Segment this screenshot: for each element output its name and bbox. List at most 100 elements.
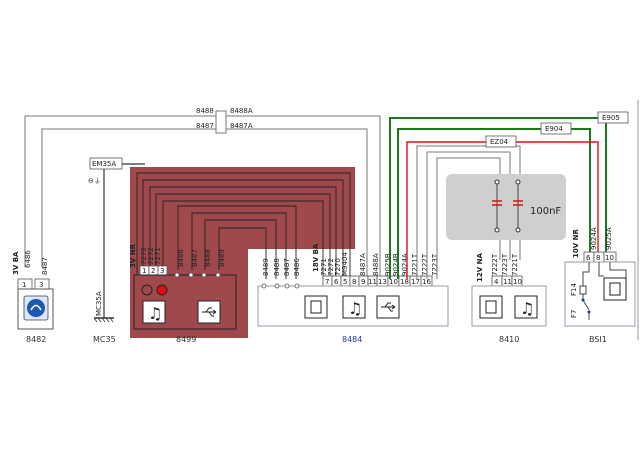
component-box (133, 274, 237, 330)
terminal-dot (174, 272, 180, 278)
wire-label-7222t: 7222T (491, 253, 499, 276)
color-code-8410: 12V NA (476, 253, 484, 282)
wire-label-7223t: 7223T (431, 253, 439, 276)
pin-label: 10 (513, 278, 522, 286)
component-name-8499: 8499 (176, 335, 196, 344)
wire-label-8488: 8488 (204, 249, 212, 267)
connector-e904 (540, 122, 572, 135)
pin-label: 17 (411, 278, 420, 286)
connector-label-em35a: EM35A (92, 160, 116, 168)
pin-label: 11 (503, 278, 512, 286)
music-icon-frame (514, 295, 538, 319)
pin-row-8484: 7 6 5 8 9 11 13 10 18 17 16 (322, 275, 433, 287)
pin-label: 6 (586, 254, 591, 262)
component-8499: 3V NR 7270 7272 7271 8486 8487 8488 8489… (129, 167, 355, 344)
wire-label-8487: 8487 (196, 122, 214, 130)
wire-label-7271: 7271 (154, 247, 162, 265)
terminal-dot (284, 283, 290, 289)
wire-label-8488a: 8488A (230, 107, 253, 115)
wire-label-9024a: 9024A (401, 253, 409, 276)
wire-label-8489: 8489 (218, 249, 226, 267)
music-icon-frame (342, 295, 366, 319)
wire-label-8487: 8487 (191, 249, 199, 267)
color-code-8482: 3V BA (12, 251, 20, 275)
connector-label-e904: E904 (545, 125, 563, 133)
wire-label-7223t: 7223T (501, 253, 509, 276)
wire-label-mc35a: MC35A (95, 291, 103, 316)
wire-label-8487a: 8487A (230, 122, 253, 130)
wire-label-7272: 7272 (147, 247, 155, 265)
component-name-bsi1: BSI1 (589, 335, 607, 344)
fuse-label-f14: F14 (570, 283, 578, 296)
wire-label-8486: 8486 (177, 249, 185, 267)
wire-label-8488: 8488 (196, 107, 214, 115)
wire-label-8486: 8486 (293, 258, 301, 276)
chip-icon (310, 300, 322, 314)
chip-icon (609, 282, 621, 296)
wire-label-7271: 7271 (320, 258, 328, 276)
wire-label-8487: 8487 (283, 258, 291, 276)
wire-label-7221t: 7221T (411, 253, 419, 276)
wire-label-9024b: 9024B (392, 253, 400, 276)
wire-label-9025a: 9025A (605, 227, 613, 250)
fuse-icon (579, 285, 587, 295)
wire-label-7221t: 7221T (511, 253, 519, 276)
signal-wires: E905 E904 EZ04 (389, 111, 629, 279)
capacitor-block: 100nF (446, 174, 566, 240)
handset-icon (30, 304, 42, 311)
connector-label-ez04: EZ04 (490, 138, 509, 146)
component-name-8482: 8482 (26, 335, 46, 344)
pin-label: 9 (361, 278, 365, 286)
music-note-icon: ♫ (348, 299, 362, 318)
connector-ez04 (485, 135, 517, 148)
terminal-dot (188, 272, 194, 278)
jack-icon (141, 284, 153, 296)
music-note-icon: ♫ (520, 299, 534, 318)
pin-label: 16 (422, 278, 431, 286)
component-8484: 18V BA 8489 8488 8487 8486 7271 7272 727… (257, 243, 449, 344)
usb-icon (381, 302, 396, 312)
wire-label-8487a: 8487A (359, 253, 367, 276)
terminal-dot (274, 283, 280, 289)
pin-label: 2 (151, 267, 155, 275)
connector-e905 (597, 111, 629, 124)
component-name-mc35: MC35 (93, 335, 116, 344)
wire-label-7270: 7270 (334, 258, 342, 276)
ground-symbol-icon: ⊖⏚ (88, 177, 101, 185)
wire-label-8488: 8488 (273, 258, 281, 276)
capacitor-value: 100nF (530, 206, 561, 217)
component-8410: 12V NA 7222T 7223T 7221T 4 11 10 ♫ 8410 (471, 253, 547, 344)
pin-label: 10 (605, 254, 614, 262)
wire-label-m9404: M9404 (341, 252, 349, 276)
jack-icon (156, 284, 168, 296)
pin-label: 18 (400, 278, 409, 286)
usb-icon (202, 307, 217, 317)
color-code-8484: 18V BA (312, 243, 320, 272)
color-code-bsi1: 10V NR (572, 229, 580, 258)
pin-label: 1 (142, 267, 146, 275)
terminal-dot (215, 272, 221, 278)
wire-label-6486: 6486 (24, 250, 32, 268)
pin-label: 8 (352, 278, 356, 286)
capacitor-symbol-icon (492, 200, 523, 206)
ground-mc35: EM35A ⊖⏚ MC35A MC35 (88, 157, 145, 344)
pin-label: 5 (343, 278, 347, 286)
pin-label: 8 (596, 254, 600, 262)
ground-hatch (93, 317, 114, 323)
wire-label-8488a: 8488A (372, 253, 380, 276)
pin-label: 11 (368, 278, 377, 286)
pin-label: 13 (378, 278, 387, 286)
pin-label: 1 (22, 281, 26, 289)
terminal-dot (201, 272, 207, 278)
pin-label: 3 (160, 267, 164, 275)
pin-label: 3 (39, 281, 43, 289)
connector-label-e905: E905 (602, 114, 620, 122)
pin-label: 6 (334, 278, 339, 286)
pin-label: 7 (325, 278, 329, 286)
switch-icon (582, 299, 590, 311)
component-name-8410: 8410 (499, 335, 519, 344)
color-code-8499: 3V NR (129, 243, 137, 268)
splice-marker (215, 110, 227, 134)
wire-label-9024a: 9024A (590, 227, 598, 250)
fuse-label-f7: F7 (570, 310, 578, 318)
